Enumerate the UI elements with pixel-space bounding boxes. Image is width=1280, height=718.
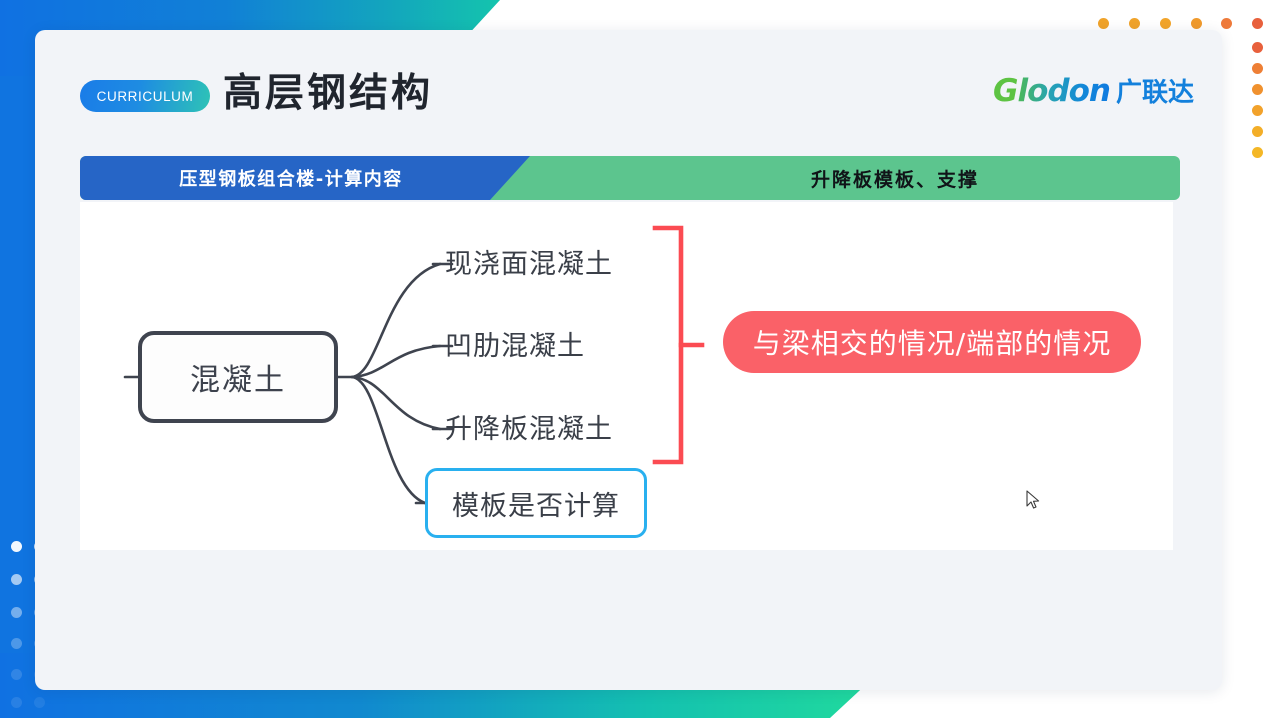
slide-content-area: 混凝土 现浇面混凝土 凹肋混凝土 升降板混凝土 模板是否计算 与梁相交的情况/端… xyxy=(80,202,1173,550)
page-title: 高层钢结构 xyxy=(223,71,434,116)
decor-dot xyxy=(1098,18,1109,29)
decor-dot xyxy=(11,574,22,585)
callout-pill[interactable]: 与梁相交的情况/端部的情况 xyxy=(723,311,1141,373)
decor-dot xyxy=(1160,18,1171,29)
logo-wordmark: lodon xyxy=(1017,73,1111,109)
mindmap-branch-0[interactable]: 现浇面混凝土 xyxy=(445,249,613,280)
decor-dot xyxy=(11,669,22,680)
decor-dot xyxy=(11,541,22,552)
decor-dot xyxy=(11,638,22,649)
decor-dot xyxy=(1252,84,1263,95)
decor-dot xyxy=(1252,18,1263,29)
mouse-cursor-icon xyxy=(1026,490,1040,509)
banner-blue: 压型钢板组合楼-计算内容 xyxy=(80,156,530,200)
decor-dot xyxy=(34,697,45,708)
decor-dot xyxy=(1129,18,1140,29)
section-banner-row: 升降板模板、支撑 压型钢板组合楼-计算内容 xyxy=(80,156,1180,200)
mindmap-root-node[interactable]: 混凝土 xyxy=(138,331,338,423)
decor-dot xyxy=(1191,18,1202,29)
curriculum-badge: CURRICULUM xyxy=(80,80,210,112)
decor-dot xyxy=(11,607,22,618)
logo-chinese-name: 广联达 xyxy=(1115,78,1194,108)
mindmap-branch-2[interactable]: 升降板混凝土 xyxy=(445,414,613,445)
decor-dot xyxy=(1252,126,1263,137)
decor-dot xyxy=(1221,18,1232,29)
decor-dot xyxy=(1252,63,1263,74)
logo-letter-g: G xyxy=(993,73,1018,109)
banner-green-label: 升降板模板、支撑 xyxy=(810,168,980,191)
decor-dot xyxy=(1252,147,1263,158)
mindmap-branch-1[interactable]: 凹肋混凝土 xyxy=(445,331,585,362)
mindmap-branch-3-boxed[interactable]: 模板是否计算 xyxy=(425,468,647,538)
mindmap-connectors xyxy=(123,225,705,505)
slide-card: CURRICULUM 高层钢结构 G lodon 广联达 升降板模板、支撑 压型… xyxy=(35,30,1222,690)
decor-dot xyxy=(1252,42,1263,53)
decor-dot xyxy=(11,697,22,708)
slide-header: CURRICULUM 高层钢结构 G lodon 广联达 xyxy=(35,30,1222,130)
banner-blue-label: 压型钢板组合楼-计算内容 xyxy=(179,169,403,190)
glodon-logo: G lodon 广联达 xyxy=(993,72,1194,109)
decor-dot xyxy=(1252,105,1263,116)
